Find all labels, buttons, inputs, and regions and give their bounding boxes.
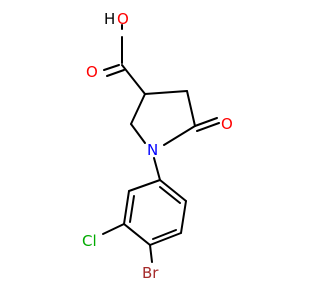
bond-aryl-inner-2 [152,229,177,240]
bond-aryl-3 [123,223,151,246]
bond-ring-5 [130,123,146,144]
bond-ring-3 [163,125,196,146]
bond-aryl-2 [123,190,130,225]
bond-aryl-4 [149,232,182,246]
atom-label-acid-carbonyl-o: O [86,63,98,81]
bond-aryl-1 [128,179,161,192]
bond-c-cl [102,223,125,235]
atom-labels: H O O O N Cl Br [82,10,233,282]
bond-c-br [149,244,153,263]
bond-aryl-inner-3 [159,186,181,204]
atom-label-hydroxyl-o: O [117,10,129,28]
bond-lines [102,24,220,263]
atom-label-bromine: Br [142,264,159,282]
atom-label-chlorine: Cl [82,232,97,250]
bond-c-eq-o-outer [103,64,120,71]
bond-ketone-inner [196,122,220,132]
bond-aryl-6 [159,179,187,202]
bond-c-eq-o-inner [106,69,125,77]
bond-ketone-outer [194,117,218,127]
molecule-diagram: H O O O N Cl Br [82,10,233,282]
bond-c-ring [121,64,146,95]
bond-n-aryl [153,157,161,181]
atom-label-hydroxyl-h: H [104,10,115,28]
bond-ring-4 [130,93,146,125]
bond-ring-2 [186,90,196,127]
bond-aryl-inner-1 [129,195,135,223]
bond-aryl-5 [180,200,187,234]
atom-label-nitrogen: N [147,141,158,159]
bond-ring-1 [144,90,188,95]
atom-label-ring-carbonyl-o: O [221,115,233,133]
